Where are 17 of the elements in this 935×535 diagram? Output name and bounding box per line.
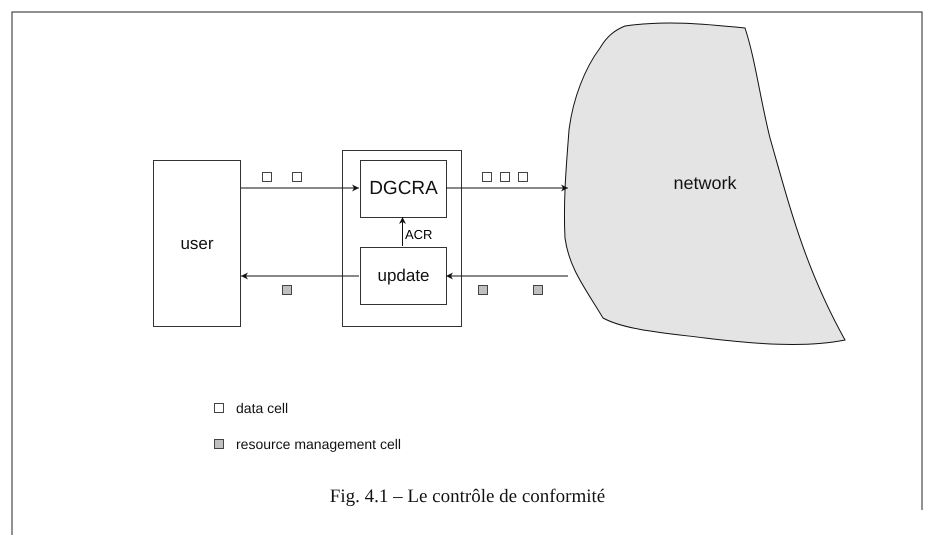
legend-label: resource management cell: [236, 436, 401, 452]
arrow: [240, 272, 360, 280]
arrow: [399, 216, 406, 246]
arrow: [446, 272, 568, 280]
node-label: DGCRA: [369, 178, 438, 200]
node-label: user: [180, 234, 214, 254]
arrow: [446, 184, 568, 192]
legend-label: data cell: [236, 400, 288, 416]
block-box: [153, 160, 241, 327]
arrow: [240, 184, 360, 192]
node-label: network: [673, 172, 737, 194]
block-box: [360, 247, 447, 305]
block-box: [360, 160, 447, 218]
figure-caption: Fig. 4.1 – Le contrôle de conformité: [328, 486, 606, 508]
node-label: update: [378, 266, 430, 286]
edge-label: ACR: [404, 228, 434, 241]
block-box: [342, 150, 462, 327]
